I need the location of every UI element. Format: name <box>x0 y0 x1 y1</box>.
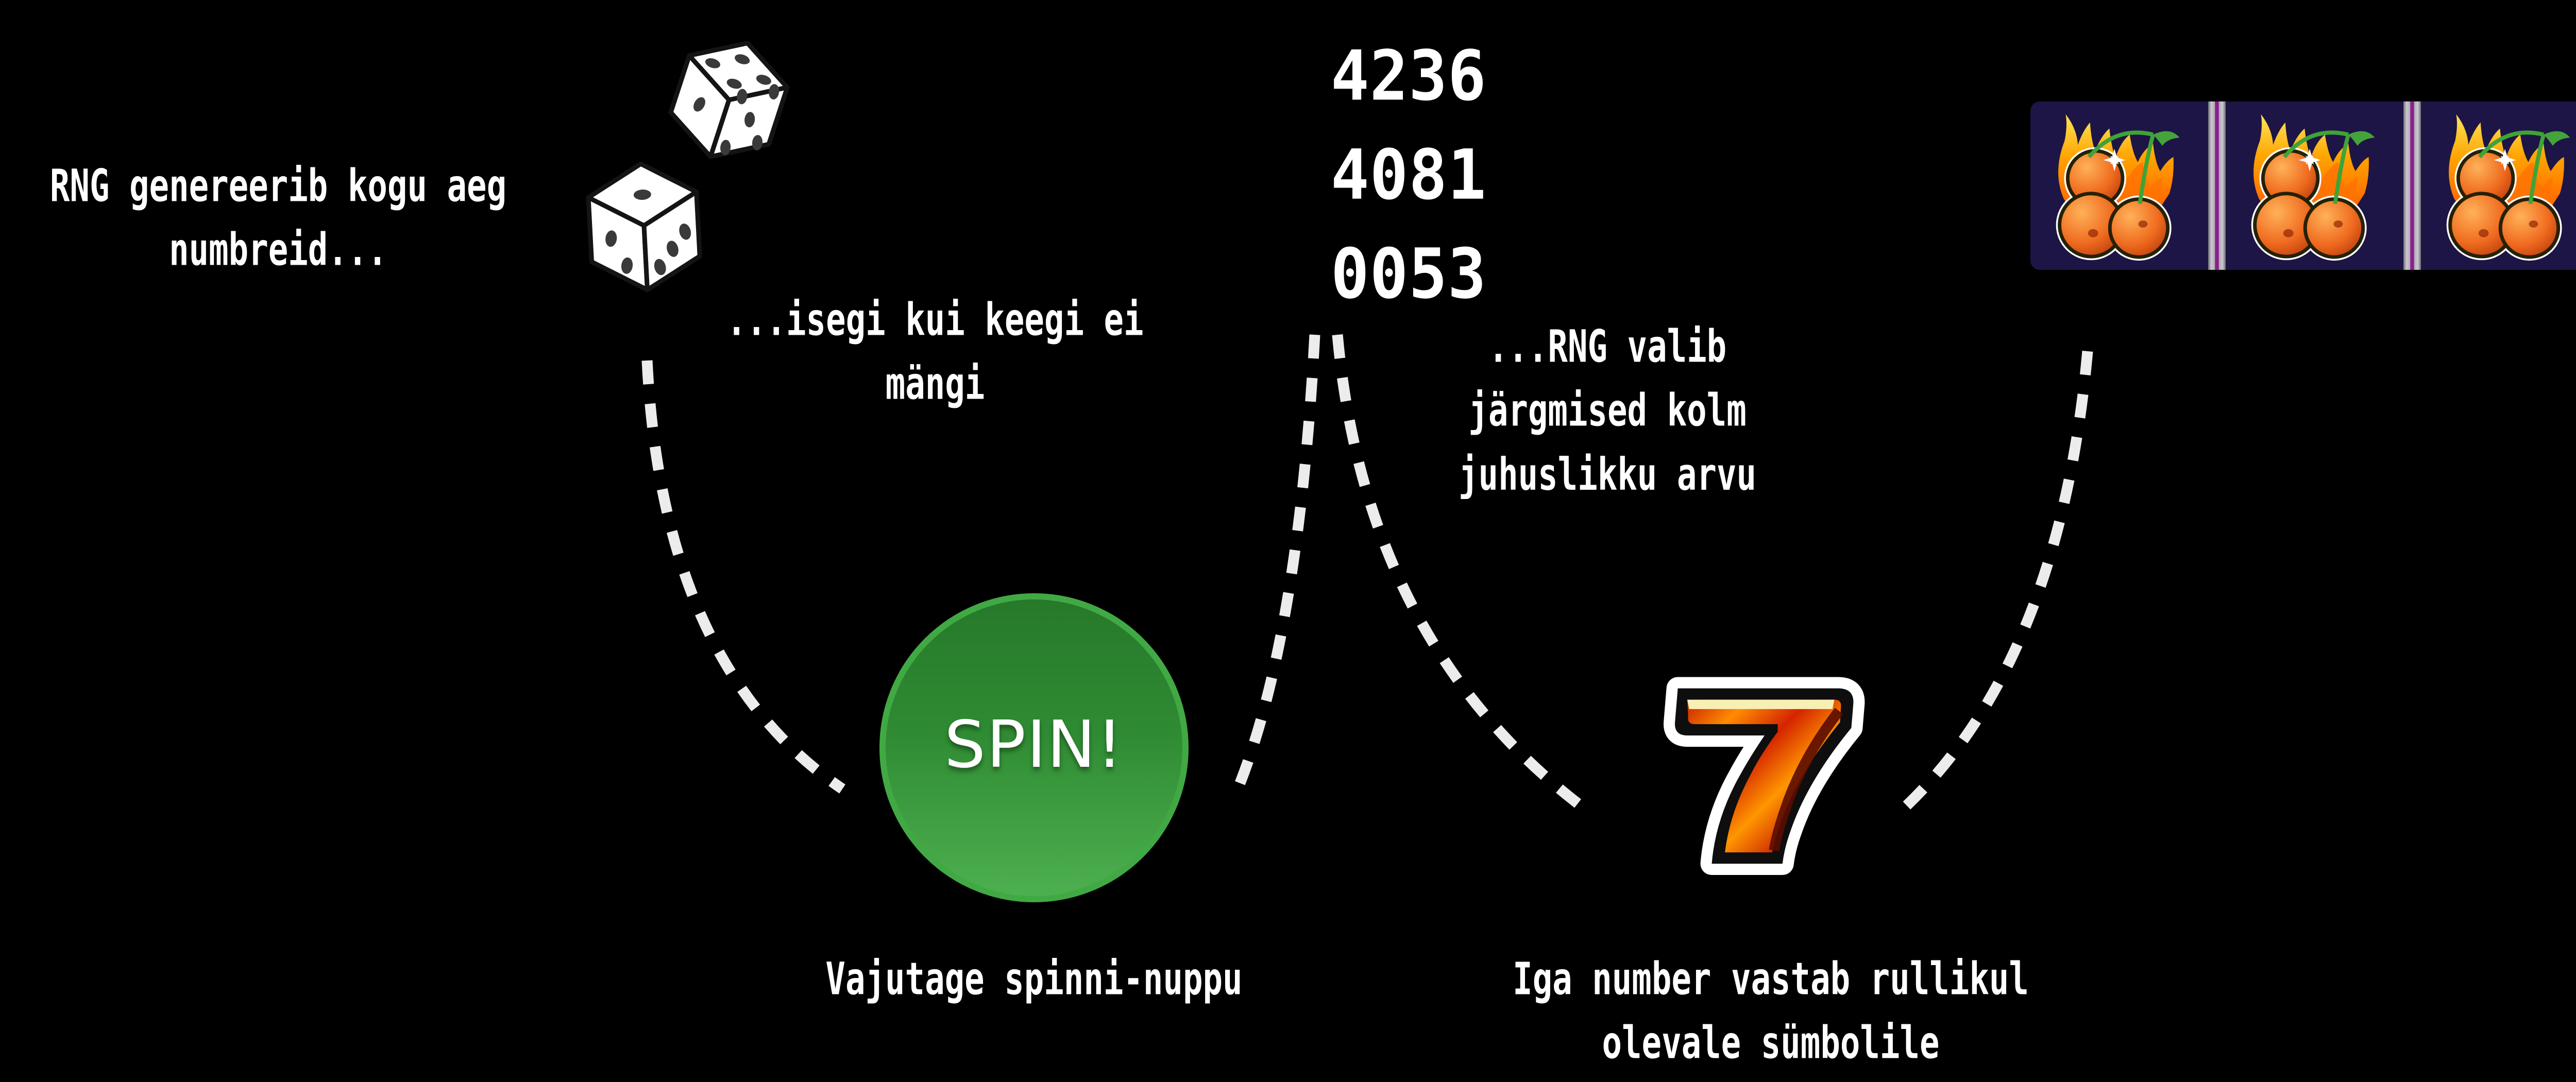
caption-rng-generates: RNG genereerib kogu aeg numbreid... <box>50 154 506 282</box>
caption-press-spin: Vajutage spinni-nuppu <box>825 948 1242 1011</box>
reel-divider <box>2208 101 2226 270</box>
caption-line: järgmised kolm <box>1468 385 1747 437</box>
caption-line: numbreid... <box>169 225 387 277</box>
flaming-cherries-icon <box>2446 114 2570 261</box>
slot-reel-strip <box>2030 101 2576 270</box>
caption-line: ...isegi kui keegi ei <box>726 295 1144 347</box>
rng-number: 4081 <box>1331 135 1487 216</box>
curve-numbers-to-spin <box>1231 334 1320 794</box>
spin-button-label: SPIN! <box>944 706 1124 782</box>
caption-line: ...RNG valib <box>1488 321 1727 373</box>
spin-button[interactable]: SPIN! <box>879 593 1189 902</box>
curve-numbers-to-seven <box>1332 334 1589 814</box>
caption-line: olevale sümbolile <box>1602 1018 1940 1070</box>
caption-line: Vajutage spinni-nuppu <box>825 954 1243 1006</box>
caption-line: RNG genereerib kogu aeg <box>49 161 507 213</box>
rng-number-list: 4236 4081 0053 <box>1331 27 1487 324</box>
sparkle-icon <box>2103 149 2126 171</box>
reel-cell <box>2421 101 2576 270</box>
reel-divider <box>2403 101 2421 270</box>
caption-line: Iga number vastab rullikul <box>1513 954 2029 1006</box>
curve-reels-to-seven <box>1902 351 2093 810</box>
caption-line: mängi <box>885 358 985 410</box>
caption-rng-picks: ...RNG valib järgmised kolm juhuslikku a… <box>1459 315 1756 507</box>
seven-symbol-icon <box>1664 677 1865 875</box>
reel-cell <box>2226 101 2403 270</box>
rng-number: 0053 <box>1331 234 1487 315</box>
reel-cell <box>2030 101 2208 270</box>
caption-number-maps: Iga number vastab rullikul olevale sümbo… <box>1513 948 2029 1075</box>
curve-dice-to-spin <box>641 360 845 794</box>
rng-number: 4236 <box>1331 36 1487 116</box>
caption-line: juhuslikku arvu <box>1459 449 1756 501</box>
flaming-cherries-icon <box>2251 114 2375 261</box>
caption-even-if-nobody: ...isegi kui keegi ei mängi <box>726 288 1143 416</box>
dice-icon <box>586 41 790 293</box>
flaming-cherries-icon <box>2056 114 2179 261</box>
